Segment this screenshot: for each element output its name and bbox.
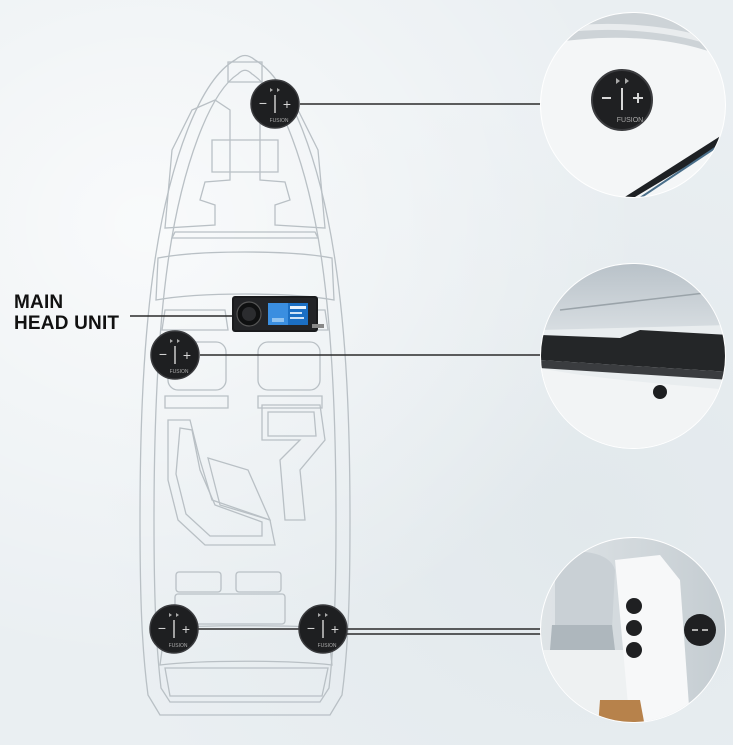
main-head-unit-label-line1: MAIN <box>14 292 64 313</box>
main-head-unit-label-line2: HEAD UNIT <box>14 313 120 334</box>
remote-brand-label: FUSION <box>170 369 189 375</box>
callout-photo-stern <box>540 537 726 723</box>
remote-plus-icon: + <box>283 96 291 112</box>
remote-brand-label: FUSION <box>318 643 337 649</box>
callout-photo-helm <box>540 263 726 449</box>
callout-bow-remote: FUSION <box>591 69 653 131</box>
remote-minus-icon: − <box>159 346 167 362</box>
callout-photo-bow: FUSION <box>540 12 726 198</box>
remote-minus-icon: − <box>307 620 315 636</box>
remote-brand-label: FUSION <box>617 117 643 124</box>
wired-remote-bow: − + FUSION <box>250 79 300 129</box>
leader-lines <box>130 103 543 635</box>
wired-remote-stern-starboard: − + FUSION <box>298 604 348 654</box>
remote-plus-icon: + <box>331 621 339 637</box>
remote-plus-icon: + <box>183 347 191 363</box>
remote-minus-icon: − <box>158 620 166 636</box>
head-unit <box>232 296 324 332</box>
boat-hull-outline <box>139 54 351 716</box>
remote-minus-icon: − <box>259 95 267 111</box>
remote-brand-label: FUSION <box>169 643 188 649</box>
remote-plus-icon: + <box>182 621 190 637</box>
wired-remote-stern-port: − + FUSION <box>149 604 199 654</box>
wired-remote-helm: − + FUSION <box>150 330 200 380</box>
remote-brand-label: FUSION <box>270 118 289 124</box>
